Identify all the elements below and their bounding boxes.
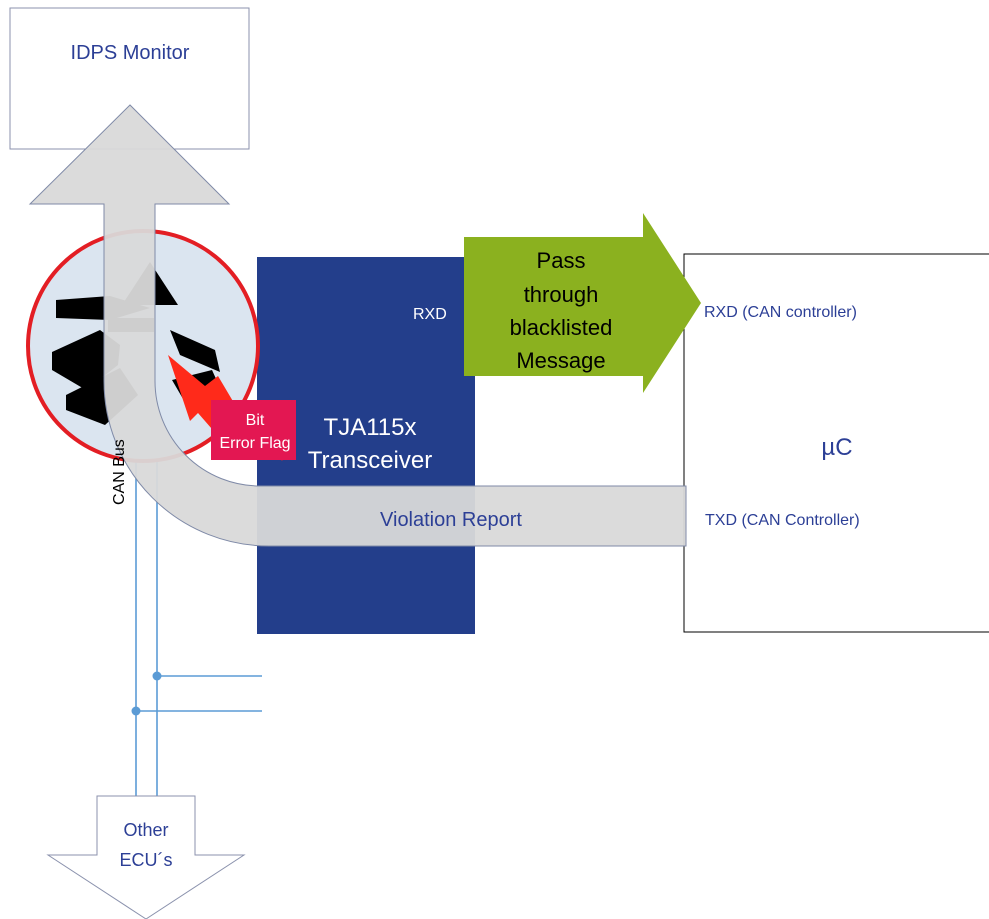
can-bus-label: CAN Bus	[111, 439, 128, 505]
microcontroller-rxd-label: RXD (CAN controller)	[704, 304, 857, 321]
pass-through-arrow	[464, 213, 701, 393]
bus-junction-upper	[152, 671, 162, 681]
microcontroller-label: µC	[821, 434, 852, 461]
pass-arrow-line-2: through	[524, 282, 599, 307]
transceiver-rxd-label: RXD	[413, 306, 447, 323]
other-ecus-arrow	[46, 795, 246, 919]
other-ecus-line-2: ECU´s	[120, 850, 173, 870]
bit-error-flag-line-2: Error Flag	[219, 435, 290, 452]
bit-error-flag-box	[211, 400, 296, 460]
bus-junction-lower	[131, 706, 141, 716]
microcontroller-box	[683, 253, 989, 633]
bit-error-flag-line-1: Bit	[246, 412, 265, 429]
pass-arrow-line-3: blacklisted	[510, 315, 613, 340]
pass-arrow-line-4: Message	[516, 348, 605, 373]
transceiver-label-line-1: TJA115x	[324, 414, 417, 441]
transceiver-label-line-2: Transceiver	[308, 447, 432, 474]
pass-arrow-line-1: Pass	[537, 248, 586, 273]
violation-report-label: Violation Report	[380, 509, 522, 531]
idps-monitor-label: IDPS Monitor	[71, 42, 190, 64]
other-ecus-line-1: Other	[123, 820, 168, 840]
violation-report-arrow	[28, 104, 687, 547]
microcontroller-txd-label: TXD (CAN Controller)	[705, 512, 860, 529]
